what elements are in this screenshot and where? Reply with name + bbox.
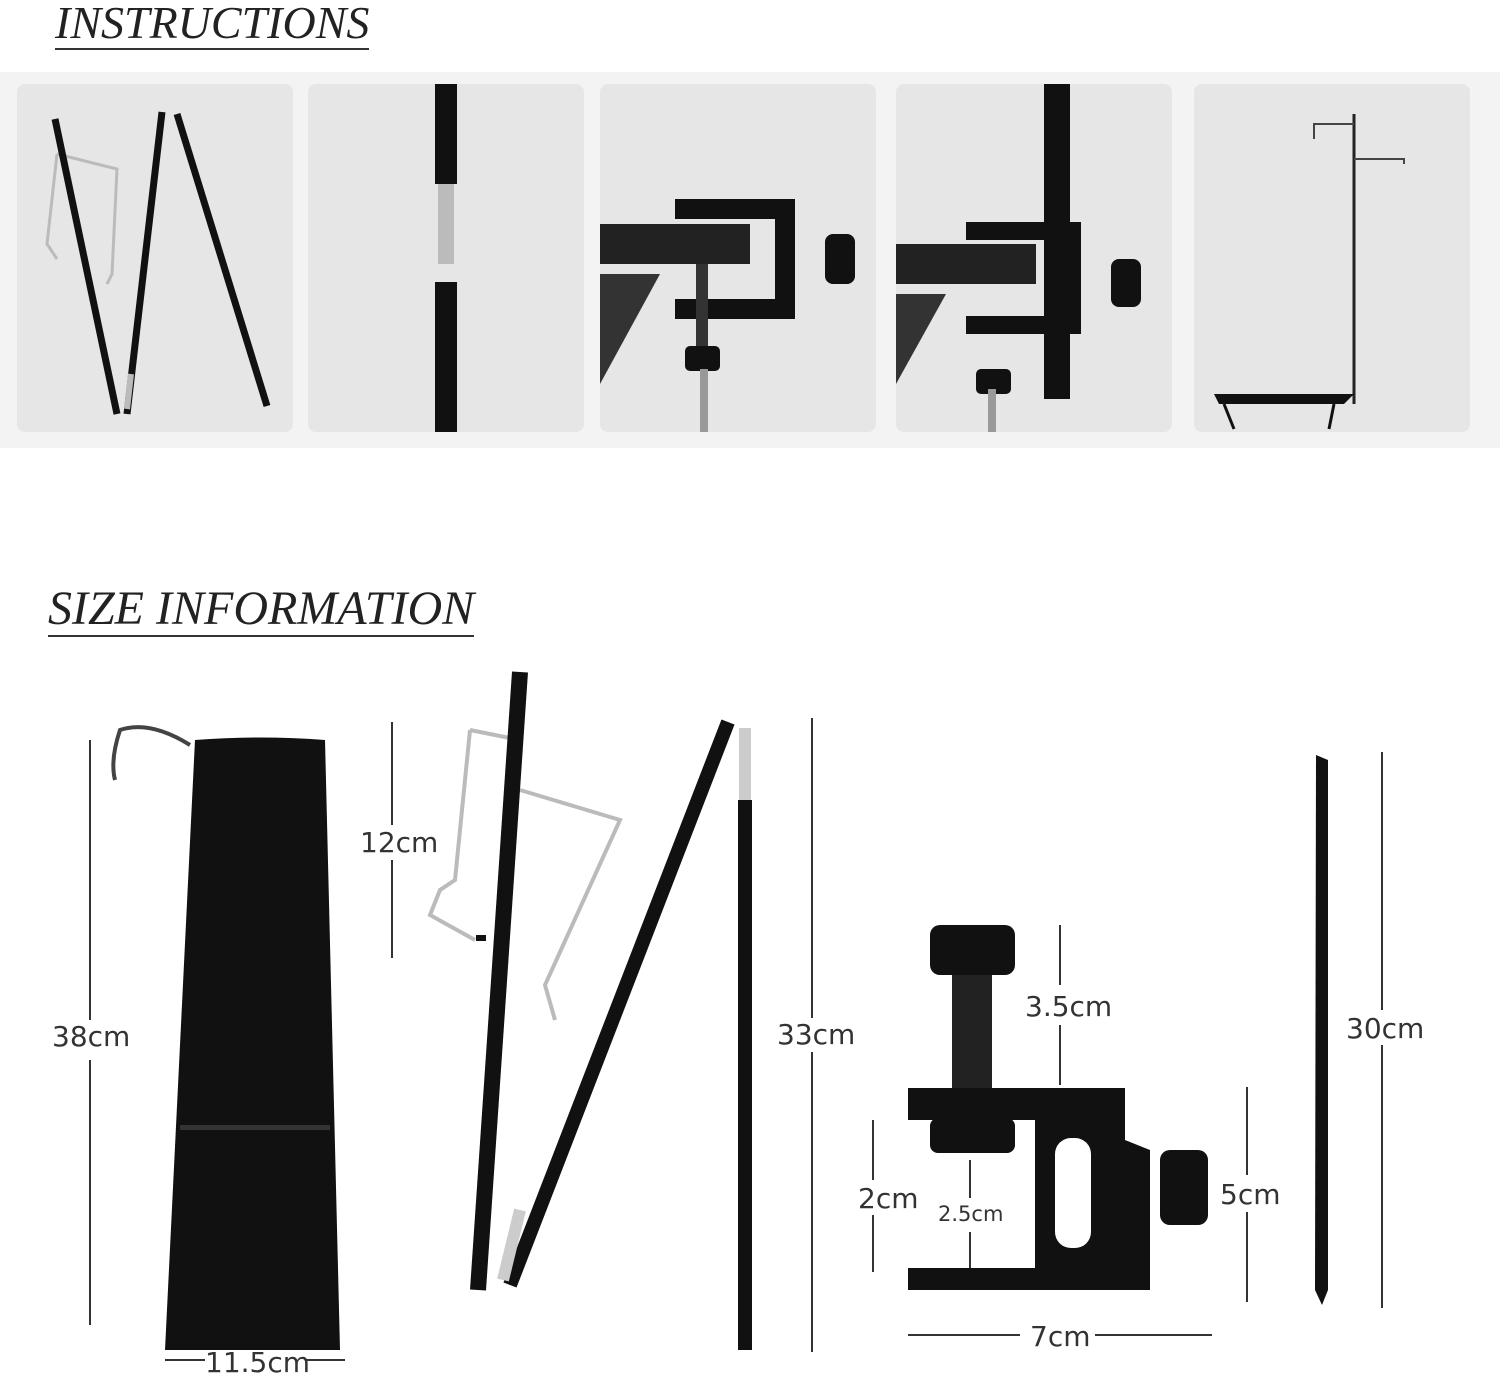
- clamp-inner-label: 2.5cm: [938, 1202, 1004, 1226]
- clamp-height-label: 5cm: [1220, 1178, 1281, 1211]
- step-assembled: [1194, 84, 1470, 432]
- bag-width-label: 11.5cm: [205, 1346, 311, 1379]
- clamp-gap-label: 2cm: [858, 1182, 919, 1215]
- screw-length-label: 3.5cm: [1025, 990, 1113, 1023]
- ground-stake: [1315, 755, 1328, 1305]
- stake-length-label: 30cm: [1346, 1012, 1425, 1045]
- step-insert-pole: [896, 84, 1172, 432]
- pole-length-label: 33cm: [777, 1018, 856, 1051]
- bag-height-label: 38cm: [52, 1020, 131, 1053]
- step-attach-clamp: [600, 84, 876, 432]
- step-join-pole: [308, 84, 584, 432]
- hook-height-label: 12cm: [360, 826, 439, 859]
- instructions-heading: INSTRUCTIONS: [55, 0, 370, 50]
- clamp-width-label: 7cm: [1030, 1320, 1091, 1353]
- pole-with-hook: [427, 671, 752, 1350]
- storage-bag: [111, 725, 340, 1350]
- dimension-lines: [89, 718, 1383, 1361]
- table-clamp: [908, 925, 1208, 1290]
- size-information-heading: SIZE INFORMATION: [48, 582, 475, 637]
- step-unfold-pole: [17, 84, 293, 432]
